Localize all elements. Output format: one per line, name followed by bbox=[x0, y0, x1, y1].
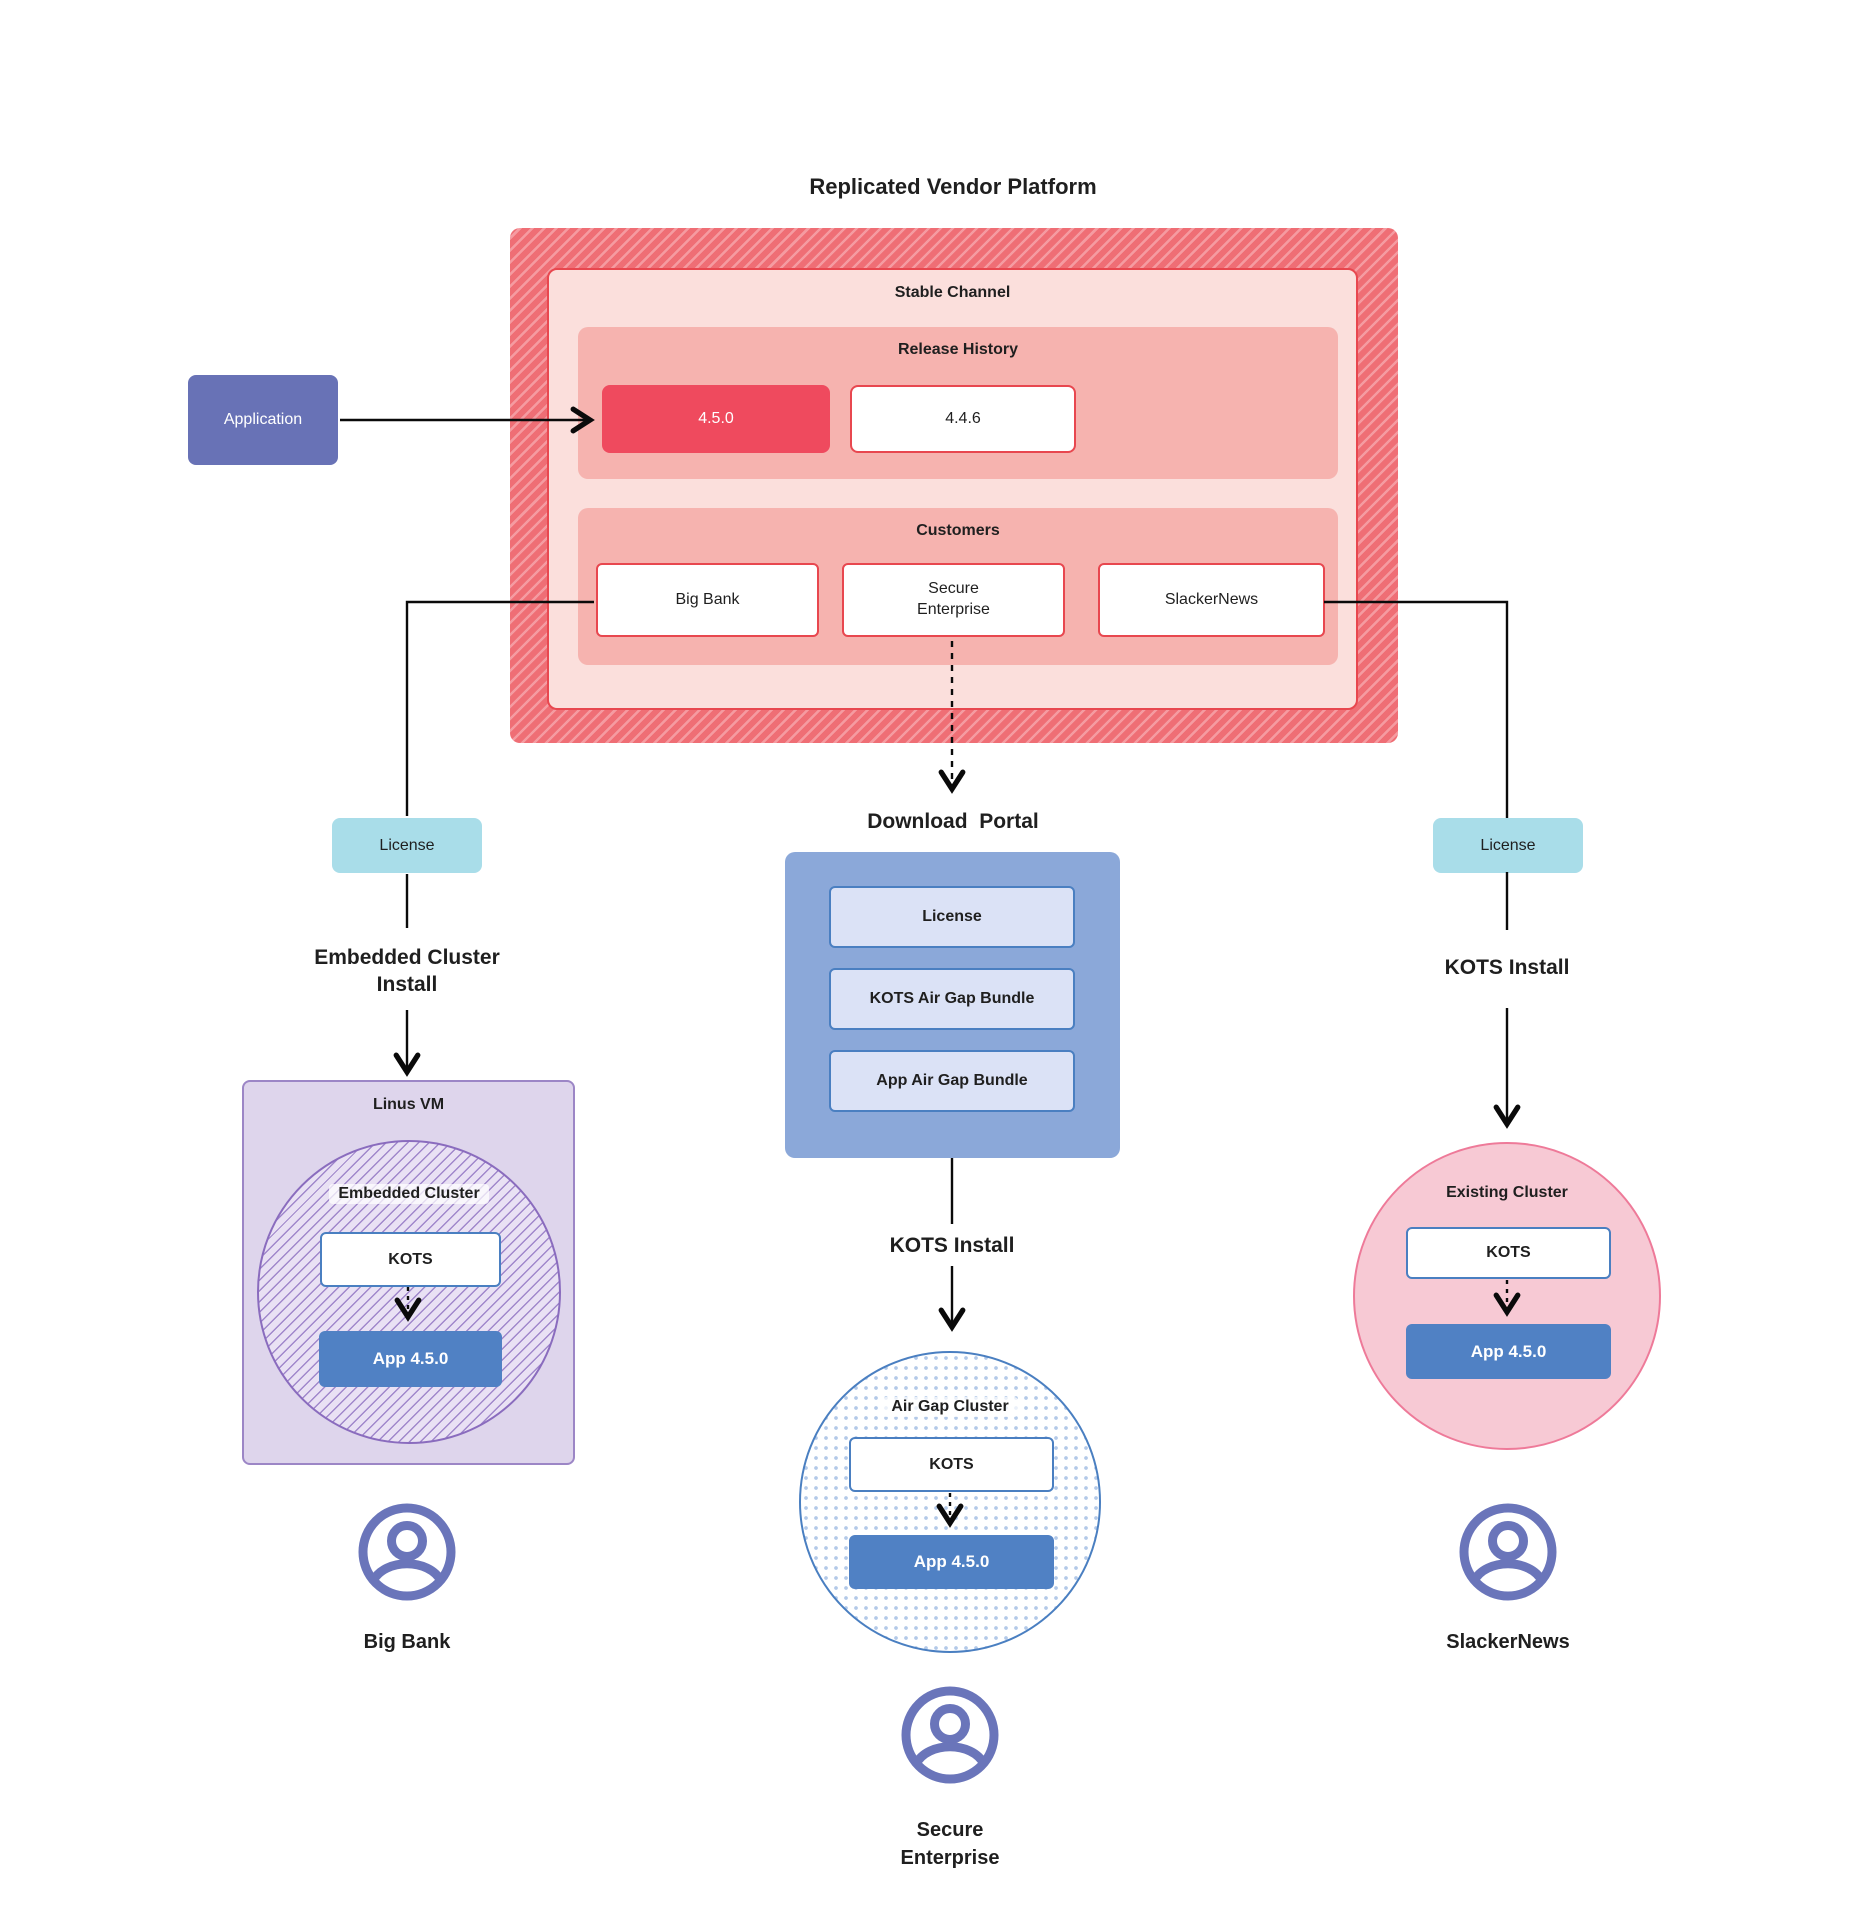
release-history-panel: Release History 4.5.0 4.4.6 bbox=[578, 327, 1338, 479]
license-chip-right: License bbox=[1433, 818, 1583, 873]
kots-install-label-center: KOTS Install bbox=[889, 1234, 1015, 1257]
customer-secure-enterprise: Secure Enterprise bbox=[842, 563, 1065, 637]
stable-channel-box: Stable Channel Release History 4.5.0 4.4… bbox=[547, 268, 1358, 710]
stable-channel-label: Stable Channel bbox=[894, 284, 1011, 301]
customers-panel: Customers Big Bank Secure Enterprise Sla… bbox=[578, 508, 1338, 665]
existing-cluster-label: Existing Cluster bbox=[1446, 1184, 1568, 1201]
kots-box-embedded: KOTS bbox=[320, 1232, 501, 1287]
embedded-cluster-label: Embedded Cluster bbox=[259, 1184, 559, 1204]
portal-kots-airgap-bundle-item: KOTS Air Gap Bundle bbox=[829, 968, 1075, 1030]
app-box-existing: App 4.5.0 bbox=[1406, 1324, 1611, 1379]
kots-box-airgap: KOTS bbox=[849, 1437, 1054, 1492]
customer-big-bank: Big Bank bbox=[596, 563, 819, 637]
application-box: Application bbox=[188, 375, 338, 465]
release-4-5-0: 4.5.0 bbox=[602, 385, 830, 453]
user-icon bbox=[901, 1686, 999, 1784]
air-gap-cluster-circle: Air Gap Cluster KOTS App 4.5.0 bbox=[799, 1351, 1101, 1653]
download-portal-box: License KOTS Air Gap Bundle App Air Gap … bbox=[785, 852, 1120, 1158]
portal-app-airgap-bundle-item: App Air Gap Bundle bbox=[829, 1050, 1075, 1112]
embedded-cluster-install-label: Embedded Cluster Install bbox=[314, 946, 500, 996]
portal-license-item: License bbox=[829, 886, 1075, 948]
big-bank-user-label: Big Bank bbox=[363, 1631, 451, 1653]
user-icon bbox=[1459, 1503, 1557, 1601]
kots-box-existing: KOTS bbox=[1406, 1227, 1611, 1279]
slackernews-user-label: SlackerNews bbox=[1446, 1631, 1570, 1653]
download-portal-label: Download Portal bbox=[867, 810, 1039, 833]
release-4-4-6: 4.4.6 bbox=[850, 385, 1076, 453]
linus-vm-box: Linus VM Embedded Cluster KOTS App 4.5.0 bbox=[242, 1080, 575, 1465]
linus-vm-label: Linus VM bbox=[372, 1096, 445, 1113]
vendor-platform-box: Stable Channel Release History 4.5.0 4.4… bbox=[510, 228, 1398, 743]
kots-install-label-right: KOTS Install bbox=[1444, 956, 1570, 979]
secure-enterprise-user-label: Secure Enterprise bbox=[900, 1819, 1000, 1869]
existing-cluster-circle: Existing Cluster KOTS App 4.5.0 bbox=[1353, 1142, 1661, 1450]
customers-label: Customers bbox=[916, 522, 1000, 539]
air-gap-cluster-label: Air Gap Cluster bbox=[801, 1397, 1099, 1417]
embedded-cluster-circle: Embedded Cluster KOTS App 4.5.0 bbox=[257, 1140, 561, 1444]
release-history-label: Release History bbox=[897, 341, 1019, 358]
user-icon bbox=[358, 1503, 456, 1601]
customer-slackernews: SlackerNews bbox=[1098, 563, 1325, 637]
app-box-airgap: App 4.5.0 bbox=[849, 1535, 1054, 1589]
page-title: Replicated Vendor Platform bbox=[809, 174, 1097, 199]
app-box-embedded: App 4.5.0 bbox=[319, 1331, 502, 1387]
license-chip-left: License bbox=[332, 818, 482, 873]
